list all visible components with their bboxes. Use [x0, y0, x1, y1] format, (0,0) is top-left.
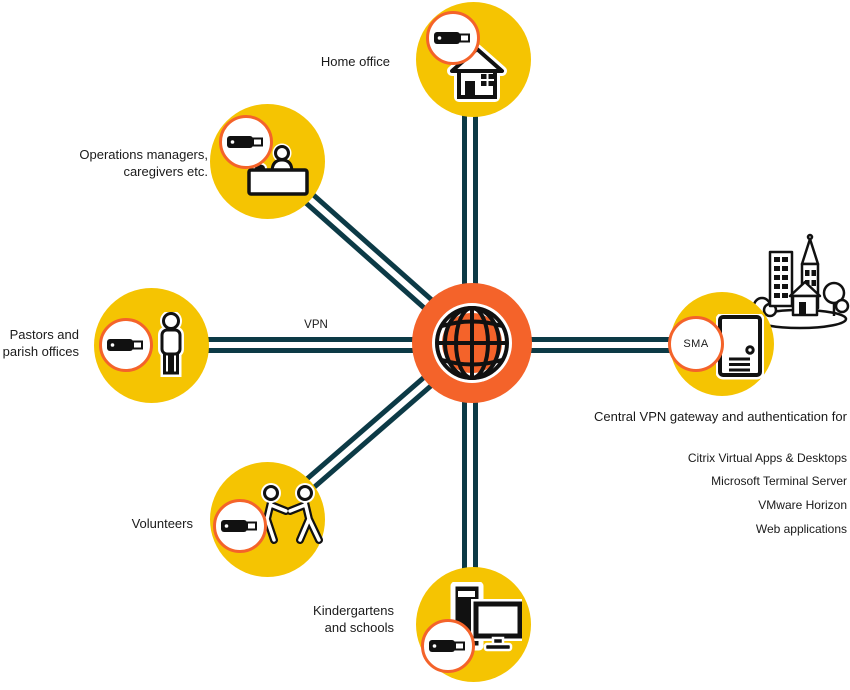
- server-icon: [716, 314, 764, 380]
- gateway-service: Microsoft Terminal Server: [711, 474, 847, 489]
- usb-token-icon: [221, 520, 257, 532]
- usb-token-icon: [227, 136, 263, 148]
- label-kindergartens: Kindergartens and schools: [313, 603, 394, 635]
- usb-token-icon: [107, 339, 143, 351]
- house-icon: [447, 44, 507, 102]
- sma-badge: SMA: [668, 316, 724, 372]
- globe-icon: [432, 303, 512, 383]
- person-icon: [158, 312, 184, 377]
- usb-token-icon: [429, 640, 465, 652]
- usb-token-badge-kindergartens: [421, 619, 475, 673]
- internet-hub: [412, 283, 532, 403]
- sma-badge-label: SMA: [683, 338, 709, 350]
- label-operations: Operations managers, caregivers etc.: [79, 147, 208, 179]
- label-home-office: Home office: [320, 54, 390, 69]
- usb-token-badge-home-office: [426, 11, 480, 65]
- usb-token-badge-volunteers: [213, 499, 267, 553]
- usb-token-icon: [434, 32, 470, 44]
- gateway-services-list: Citrix Virtual Apps & Desktops Microsoft…: [640, 441, 847, 547]
- gateway-service: Web applications: [755, 521, 847, 536]
- label-volunteers: Volunteers: [131, 516, 193, 531]
- gateway-service: Citrix Virtual Apps & Desktops: [687, 450, 847, 465]
- label-gateway-heading: Central VPN gateway and authentication f…: [594, 409, 847, 424]
- usb-token-badge-pastors: [99, 318, 153, 372]
- label-pastors: Pastors and parish offices: [2, 327, 79, 359]
- gateway-service: VMware Horizon: [758, 497, 847, 512]
- usb-token-badge-operations: [219, 115, 273, 169]
- label-vpn: VPN: [304, 319, 328, 331]
